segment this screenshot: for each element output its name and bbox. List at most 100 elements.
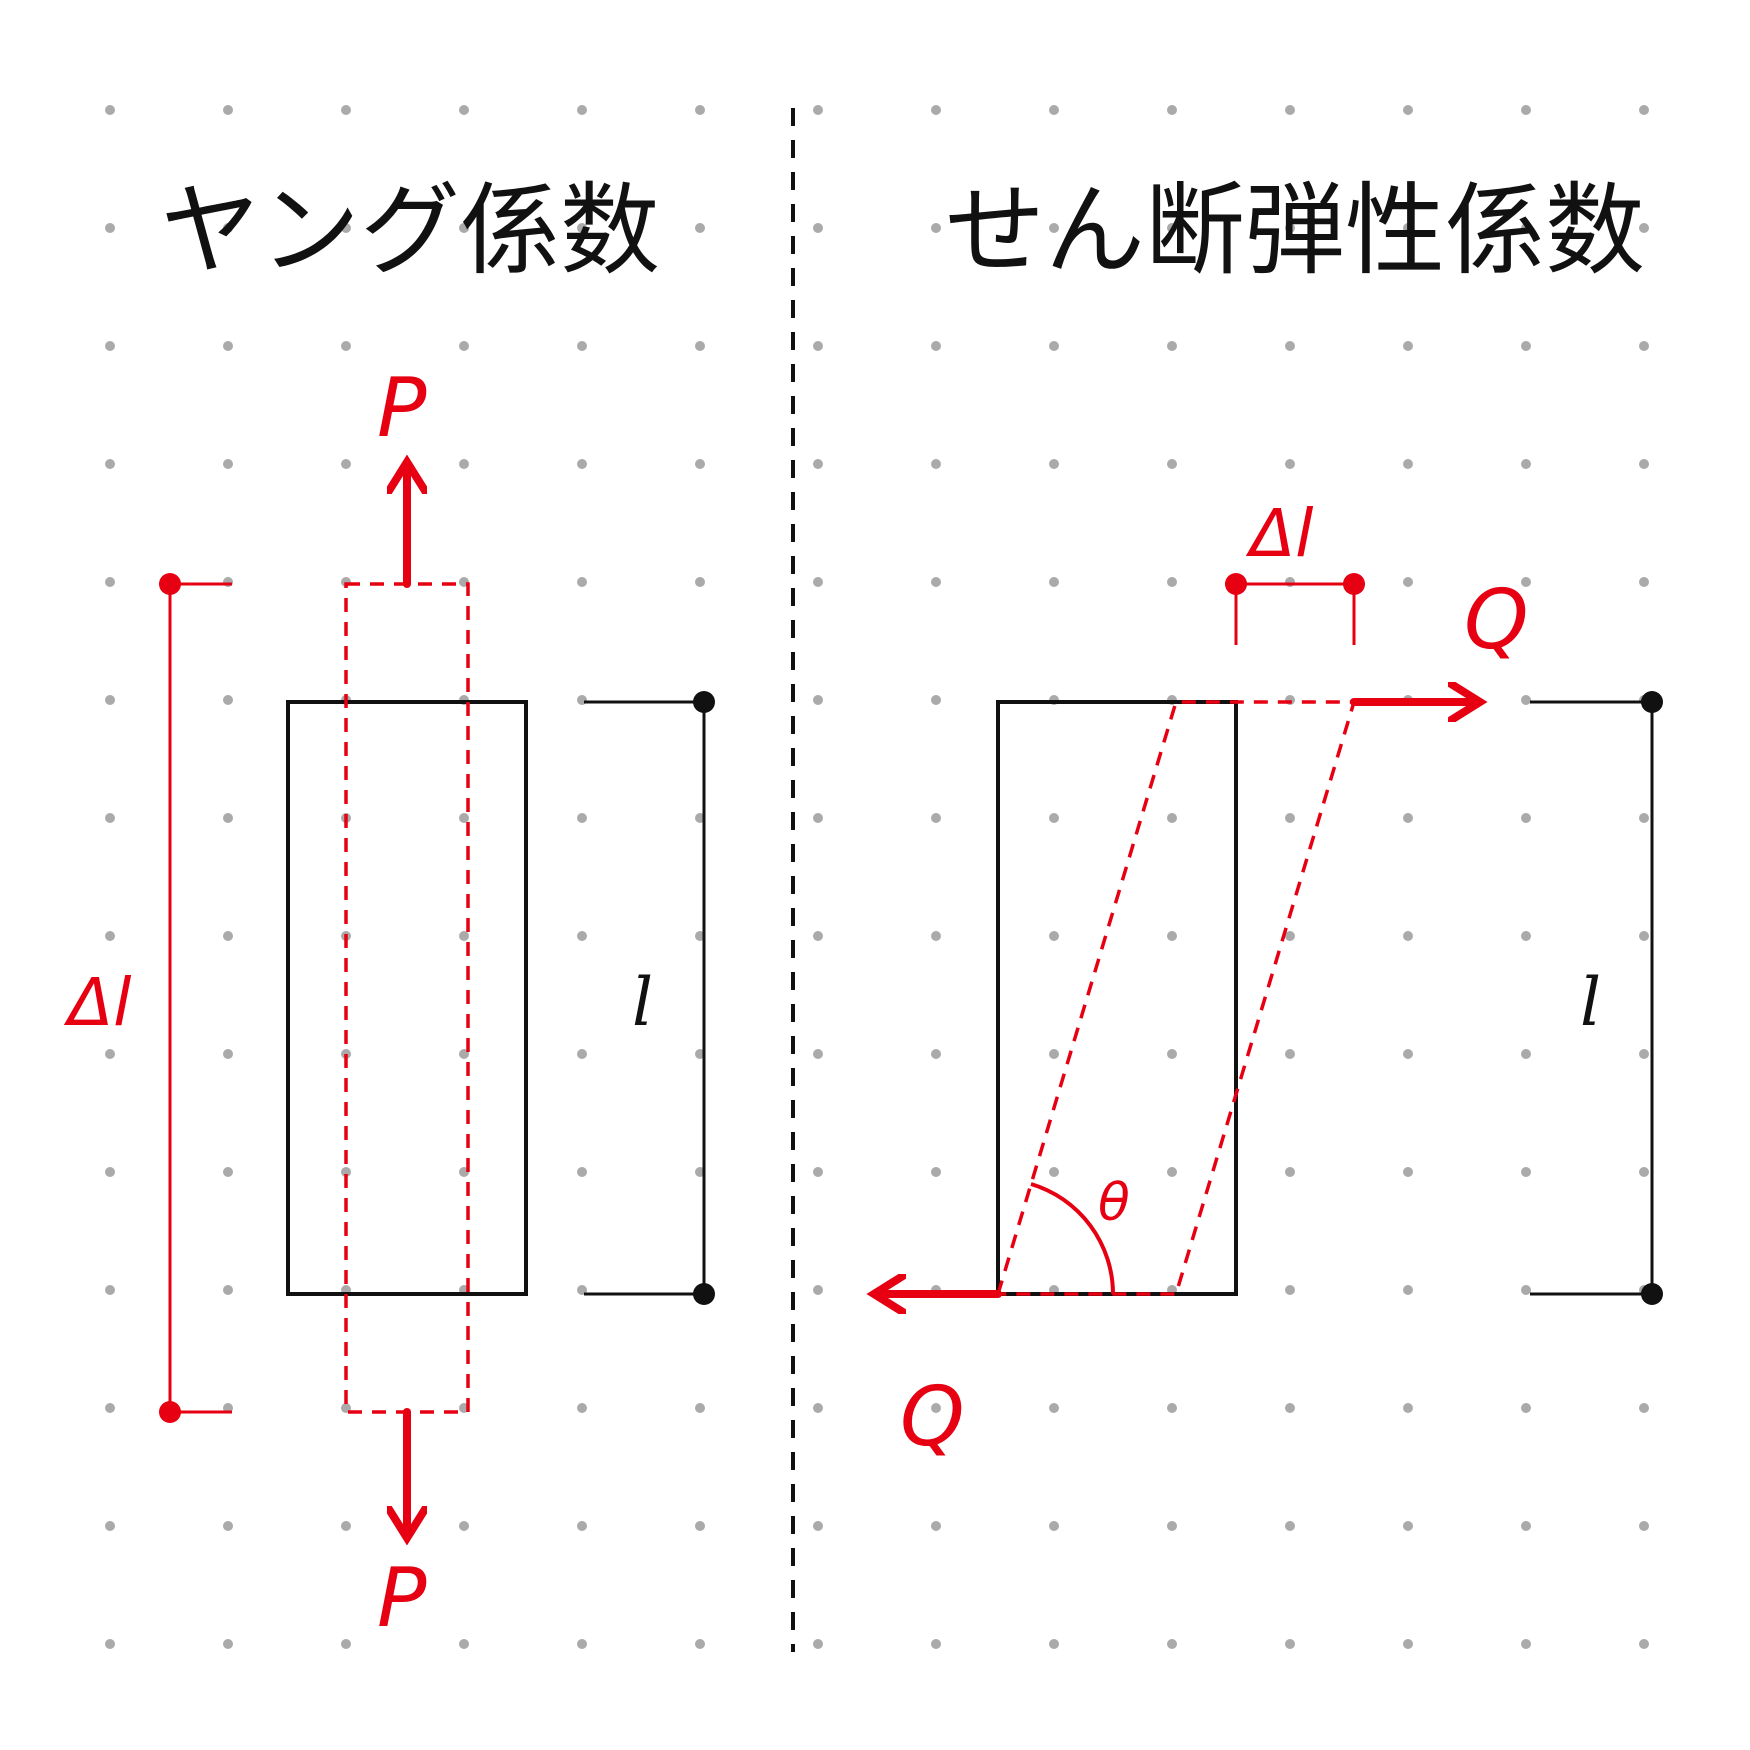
- shear-delta-dimension: [1234, 582, 1356, 645]
- length-endpoint-bottom: [693, 1283, 715, 1305]
- shear-delta-label: Δl: [1245, 495, 1314, 572]
- grid-dot: [931, 1167, 941, 1177]
- original-bar: [286, 700, 528, 1296]
- grid-dot: [223, 223, 233, 233]
- grid-dot: [105, 1403, 115, 1413]
- grid-dot: [813, 695, 823, 705]
- grid-dot: [223, 1639, 233, 1649]
- grid-dot: [1285, 931, 1295, 941]
- grid-dot: [931, 459, 941, 469]
- grid-dot: [1167, 105, 1177, 115]
- grid-dot: [1521, 105, 1531, 115]
- grid-dot: [223, 1049, 233, 1059]
- grid-dot: [1639, 223, 1649, 233]
- grid-dot: [105, 105, 115, 115]
- grid-dot: [1403, 1521, 1413, 1531]
- grid-dot: [577, 459, 587, 469]
- grid-dot: [695, 223, 705, 233]
- force-label-bottom: P: [377, 1551, 427, 1646]
- grid-dot: [1049, 223, 1059, 233]
- grid-dot: [105, 223, 115, 233]
- grid-dot: [223, 813, 233, 823]
- grid-dot: [1639, 1639, 1649, 1649]
- force-label-top: P: [377, 361, 427, 456]
- delta-dimension: [168, 582, 232, 1414]
- grid-dot: [1521, 223, 1531, 233]
- grid-dot: [1167, 577, 1177, 587]
- grid-dot: [341, 1167, 351, 1177]
- grid-dot: [695, 1639, 705, 1649]
- grid-dot: [1521, 1639, 1531, 1649]
- grid-dot: [1285, 813, 1295, 823]
- grid-dot: [1403, 1167, 1413, 1177]
- grid-dot: [459, 1639, 469, 1649]
- grid-dot: [1049, 1403, 1059, 1413]
- grid-dot: [1403, 931, 1413, 941]
- grid-dot: [695, 1403, 705, 1413]
- grid-dot: [1049, 341, 1059, 351]
- grid-dot: [1285, 1285, 1295, 1295]
- grid-dot: [341, 459, 351, 469]
- grid-dot: [105, 1167, 115, 1177]
- grid-dot: [931, 223, 941, 233]
- grid-dot: [931, 105, 941, 115]
- delta-endpoint-top: [159, 573, 181, 595]
- grid-dot: [577, 931, 587, 941]
- angle-label: θ: [1098, 1173, 1130, 1233]
- grid-dot: [1639, 341, 1649, 351]
- grid-dot: [223, 931, 233, 941]
- grid-dot: [1639, 459, 1649, 469]
- grid-dot: [577, 1521, 587, 1531]
- dot-grid: [105, 105, 1649, 1649]
- delta-label: Δl: [63, 964, 132, 1041]
- title-shear-modulus: せん断弾性係数: [945, 172, 1645, 289]
- grid-dot: [105, 459, 115, 469]
- grid-dot: [341, 105, 351, 115]
- grid-dot: [931, 931, 941, 941]
- grid-dot: [105, 1049, 115, 1059]
- grid-dot: [1285, 105, 1295, 115]
- grid-dot: [1285, 1639, 1295, 1649]
- grid-dot: [105, 813, 115, 823]
- grid-dot: [1285, 1049, 1295, 1059]
- grid-dot: [813, 1403, 823, 1413]
- grid-dot: [931, 341, 941, 351]
- grid-dot: [1049, 1049, 1059, 1059]
- shear-length-endpoint-bottom: [1641, 1283, 1663, 1305]
- grid-dot: [1285, 1167, 1295, 1177]
- grid-dot: [1521, 459, 1531, 469]
- grid-dot: [931, 1639, 941, 1649]
- grid-dot: [1403, 341, 1413, 351]
- grid-dot: [577, 105, 587, 115]
- grid-dot: [1521, 1521, 1531, 1531]
- grid-dot: [577, 341, 587, 351]
- grid-dot: [1639, 1521, 1649, 1531]
- grid-dot: [1403, 223, 1413, 233]
- grid-dot: [1639, 813, 1649, 823]
- grid-dot: [931, 1403, 941, 1413]
- grid-dot: [695, 341, 705, 351]
- grid-dot: [813, 1167, 823, 1177]
- shear-length-dimension: [1530, 700, 1654, 1296]
- grid-dot: [459, 105, 469, 115]
- grid-dot: [341, 223, 351, 233]
- grid-dot: [105, 931, 115, 941]
- grid-dot: [223, 341, 233, 351]
- grid-dot: [1403, 1285, 1413, 1295]
- grid-dot: [813, 223, 823, 233]
- grid-dot: [1285, 1403, 1295, 1413]
- grid-dot: [223, 459, 233, 469]
- grid-dot: [1167, 1639, 1177, 1649]
- grid-dot: [813, 1049, 823, 1059]
- length-endpoint-top: [693, 691, 715, 713]
- grid-dot: [1403, 105, 1413, 115]
- grid-dot: [1521, 813, 1531, 823]
- shear-length-label: l: [1580, 964, 1601, 1041]
- grid-dot: [1639, 577, 1649, 587]
- grid-dot: [577, 813, 587, 823]
- grid-dot: [1167, 1521, 1177, 1531]
- grid-dot: [1521, 931, 1531, 941]
- angle-arc: [1030, 1182, 1115, 1295]
- grid-dot: [1403, 577, 1413, 587]
- grid-dot: [1167, 341, 1177, 351]
